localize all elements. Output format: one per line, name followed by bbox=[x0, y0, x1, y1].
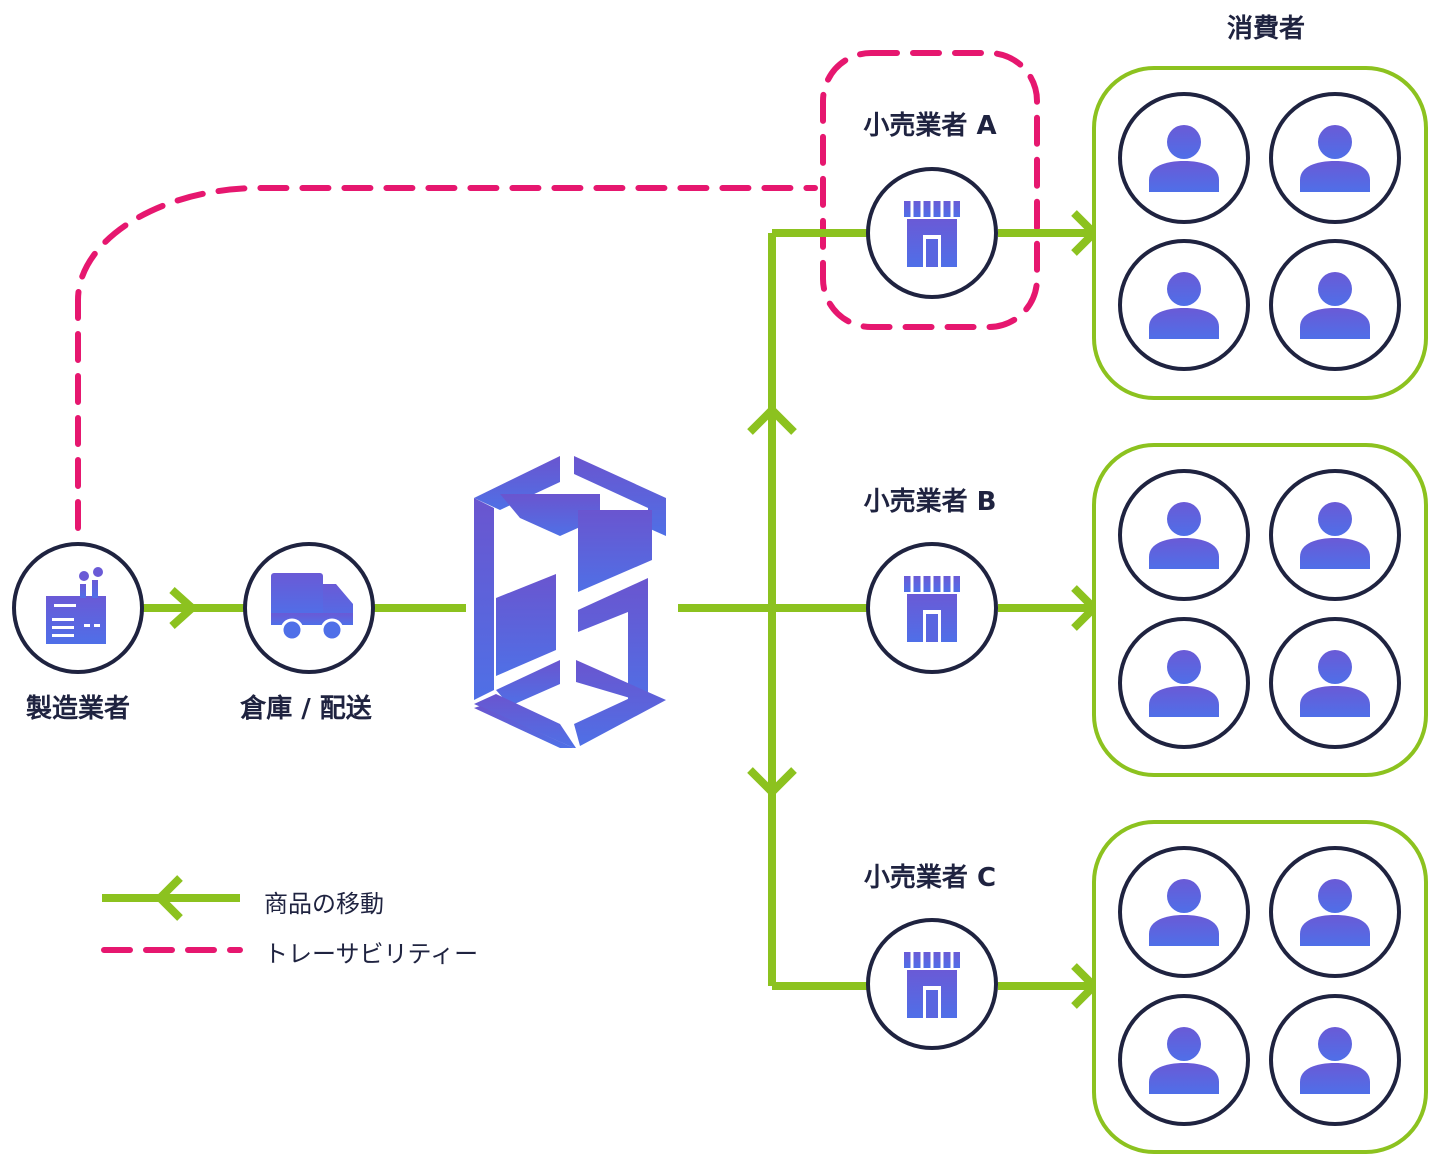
store-icon bbox=[902, 574, 962, 644]
retailer-c-node bbox=[866, 918, 998, 1050]
consumers-label: 消費者 bbox=[1226, 14, 1306, 44]
truck-icon bbox=[271, 573, 353, 642]
store-icon bbox=[902, 950, 962, 1020]
warehouse-node bbox=[243, 542, 375, 674]
consumer-group-c bbox=[1092, 820, 1428, 1154]
legend-flow-label: 商品の移動 bbox=[264, 890, 384, 918]
manufacturer-node bbox=[12, 542, 144, 674]
arrow-head bbox=[747, 767, 797, 796]
retailer-c-label: 小売業者 C bbox=[863, 863, 997, 893]
platform-logo-icon bbox=[474, 456, 666, 748]
retailer-b-node bbox=[866, 542, 998, 674]
consumer-group-b bbox=[1092, 443, 1428, 777]
arrow-head bbox=[747, 406, 797, 435]
warehouse-label: 倉庫 / 配送 bbox=[240, 694, 372, 724]
legend-trace-label: トレーサビリティー bbox=[264, 940, 479, 968]
retailer-b-label: 小売業者 B bbox=[863, 487, 997, 517]
arrow-head bbox=[169, 587, 196, 629]
manufacturer-label: 製造業者 bbox=[25, 694, 131, 724]
retailer-a-label: 小売業者 A bbox=[863, 111, 997, 141]
consumer-group-a bbox=[1092, 66, 1428, 400]
factory-icon bbox=[46, 567, 106, 644]
store-icon bbox=[902, 199, 962, 269]
retailer-a-node bbox=[866, 167, 998, 299]
traceability-path bbox=[75, 50, 1040, 531]
legend bbox=[101, 875, 243, 953]
legend-flow-swatch bbox=[102, 875, 240, 921]
